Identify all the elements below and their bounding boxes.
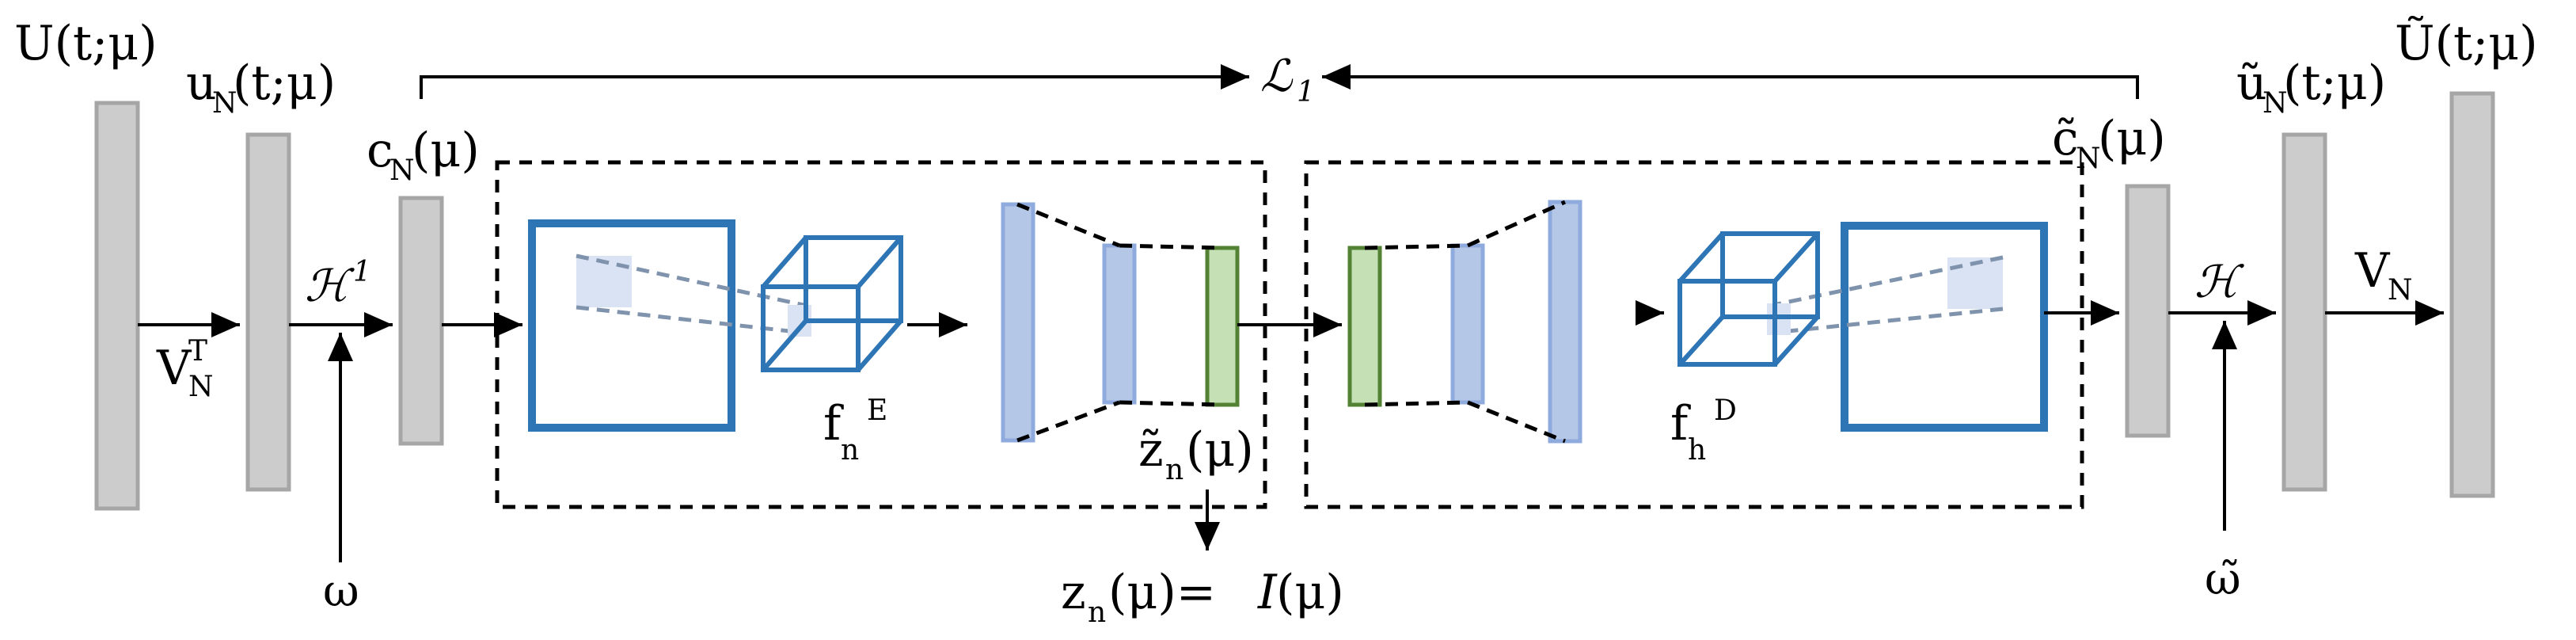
label-c-tilde: c̃ N (μ) [2052,111,2166,175]
label-V-T: V N T [156,335,214,403]
coefficients-bar [398,196,444,446]
reduced-solution-bar [245,132,291,492]
svg-text:(μ): (μ) [1186,422,1254,478]
svg-text:c̃: c̃ [2052,111,2079,166]
svg-text:(μ): (μ) [412,123,480,178]
label-omega-tilde: ω̃ [2205,554,2241,605]
svg-text:E: E [867,394,887,427]
label-V-N: V N [2354,243,2413,307]
svg-text:(μ): (μ) [1276,565,1344,620]
svg-text:T: T [188,335,207,368]
svg-text:ℋ: ℋ [305,261,355,312]
svg-text:z̃: z̃ [1138,422,1164,478]
svg-text:(μ)=: (μ)= [1108,565,1216,620]
encoder-funnel-lines [1016,202,1223,443]
svg-text:1: 1 [353,256,371,288]
label-omega: ω [323,566,359,617]
svg-text:I: I [1257,565,1278,620]
latent-layer [1205,246,1240,407]
decoder-dense-layer [1548,200,1582,444]
svg-text:n: n [1088,596,1106,629]
svg-text:1: 1 [1297,76,1315,109]
reconstructed-snapshot-bar [2449,91,2495,498]
svg-text:f: f [1670,396,1691,451]
loss-bracket-left [420,64,1249,99]
encoder-filter-ray [576,253,804,307]
svg-text:n: n [841,434,859,467]
label-c-N: c N (μ) [367,123,480,187]
encoder-conv-cube [761,235,903,372]
svg-text:ℒ: ℒ [1260,51,1294,102]
reconstructed-reduced-bar [2282,132,2327,492]
label-decoder-fn: f h D [1670,394,1737,467]
reconstructed-coefficients-bar [2125,184,2171,438]
loss-bracket-right [1322,64,2139,99]
decoder-output-frame [1841,222,2048,432]
svg-text:f: f [823,396,844,451]
label-H: ℋ [2194,257,2244,308]
encoder-box [495,160,1267,509]
svg-text:(μ): (μ) [2098,111,2166,166]
encoder-dense-layer [1102,243,1137,405]
svg-text:z: z [1061,565,1086,620]
decoder-funnel-lines [1364,200,1567,444]
encoder-filter-ray [576,305,804,335]
decoder-filter-ray [1772,255,2004,307]
svg-text:(t;μ): (t;μ) [233,55,336,111]
svg-text:(t;μ): (t;μ) [2283,55,2386,111]
svg-text:V: V [2354,243,2391,299]
svg-text:h: h [1688,434,1706,467]
label-loss: ℒ 1 [1260,51,1315,109]
label-z-equals-I: z n (μ)= I (μ) [1061,565,1344,629]
svg-text:c: c [367,123,393,178]
svg-text:D: D [1714,394,1737,427]
label-encoder-fn: f n E [823,394,887,467]
label-z-tilde: z̃ n (μ) [1138,422,1254,486]
svg-text:V: V [156,341,192,396]
decoder-dense-layer [1450,243,1485,405]
label-u-N: u N (t;μ) [186,55,336,120]
encoder-input-frame [528,219,735,432]
svg-text:N: N [2263,87,2288,120]
svg-text:N: N [212,87,237,120]
decoder-filter-ray [1772,307,2004,335]
label-H-inverse: ℋ 1 [305,256,371,312]
label-U: U(t;μ) [14,16,158,71]
decoder-latent-layer [1347,246,1382,407]
svg-text:u: u [186,55,217,111]
svg-text:N: N [2388,274,2413,307]
label-U-tilde: Ũ(t;μ) [2395,16,2538,71]
svg-text:ũ: ũ [2236,55,2267,111]
snapshot-matrix-bar [94,101,140,511]
decoder-box [1304,160,2084,509]
encoder-dense-layer [1001,202,1035,443]
label-u-tilde: ũ N (t;μ) [2236,55,2386,120]
decoder-conv-cube [1677,231,1820,367]
svg-text:n: n [1165,454,1184,486]
svg-text:N: N [188,371,214,403]
svg-text:N: N [2076,143,2101,175]
svg-text:N: N [389,154,415,187]
